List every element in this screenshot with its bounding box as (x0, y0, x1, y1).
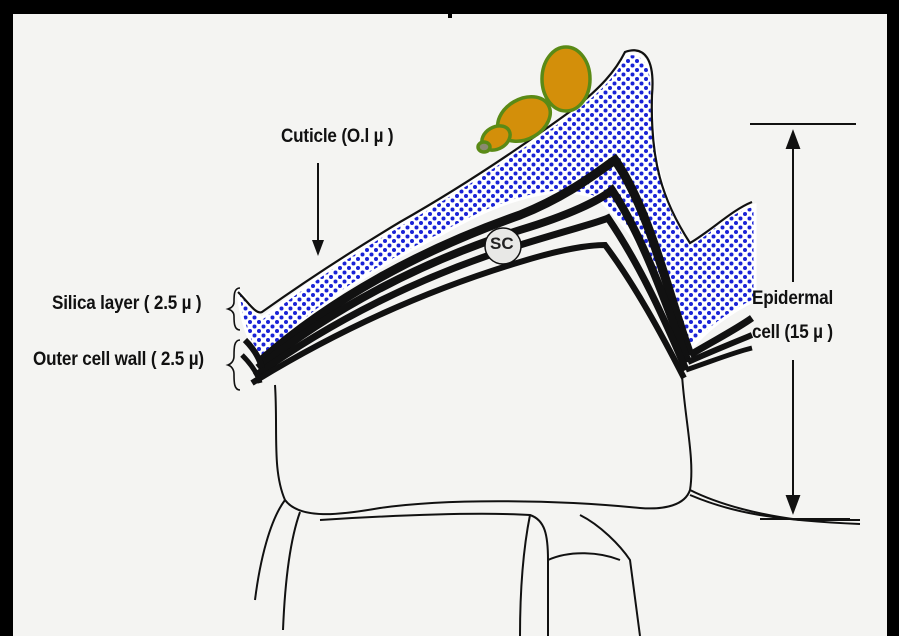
epidermal-label-line2: cell (15 µ ) (752, 322, 833, 344)
silica-layer-label: Silica layer ( 2.5 µ ) (52, 293, 201, 315)
cuticle-label: Cuticle (O.l µ ) (281, 126, 393, 148)
epidermal-label-line1: Epidermal (752, 288, 833, 310)
outer-cell-wall-label: Outer cell wall ( 2.5 µ) (33, 349, 204, 371)
sc-label: SC (490, 234, 514, 254)
